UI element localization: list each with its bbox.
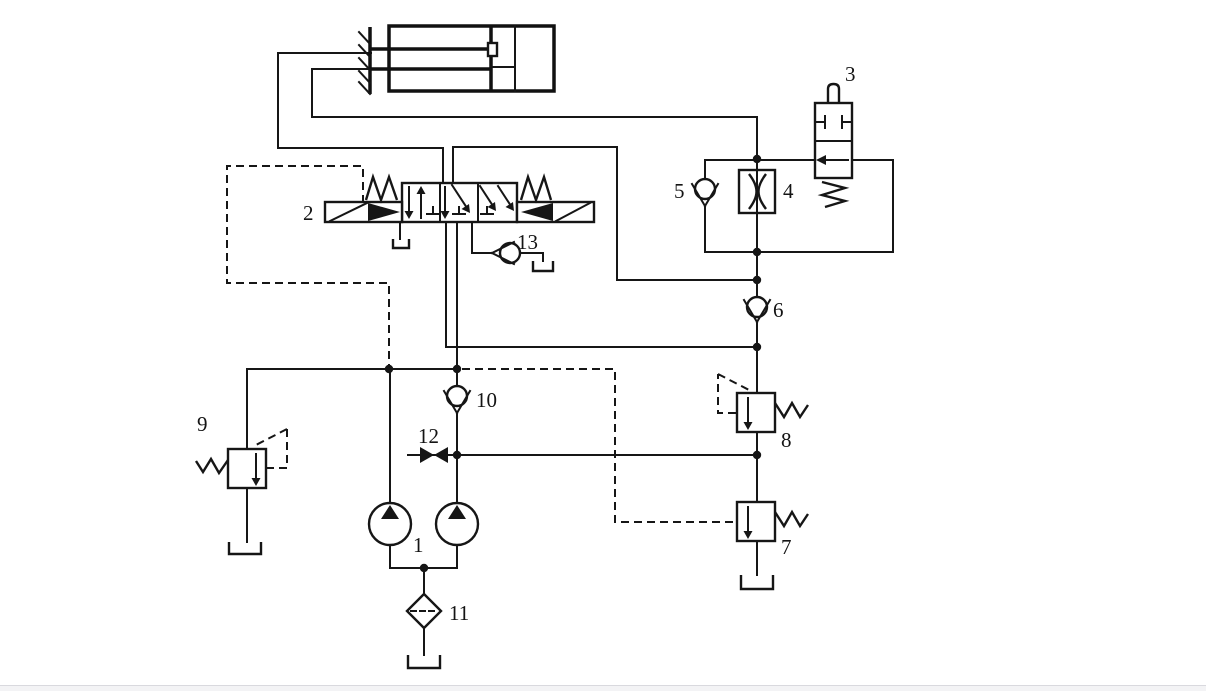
component-labels: 1 2 3 4 5 6 7 8 9 10 11 12 13 xyxy=(197,62,856,625)
label-11: 11 xyxy=(449,601,469,625)
plunger-actuator xyxy=(826,82,841,103)
tank-symbol-7 xyxy=(739,575,775,591)
shutoff-valve-12 xyxy=(420,447,448,463)
plunger-valve-3 xyxy=(813,82,854,209)
hydraulic-cylinder xyxy=(357,24,556,96)
label-6: 6 xyxy=(773,298,784,322)
label-3: 3 xyxy=(845,62,856,86)
pilot-line-valve7 xyxy=(462,368,736,523)
cylinder-body xyxy=(387,24,556,93)
tank-symbol-main xyxy=(406,655,442,670)
relief-valve-9 xyxy=(194,447,268,556)
label-12: 12 xyxy=(418,424,439,448)
wall-hatching xyxy=(357,30,372,96)
valve8-spring xyxy=(773,400,809,420)
valve2-left-spring xyxy=(364,173,399,204)
label-4: 4 xyxy=(783,179,794,203)
valve7-spring xyxy=(773,509,809,529)
relief-valve-7 xyxy=(735,500,809,591)
label-1: 1 xyxy=(413,533,424,557)
valve3-spring xyxy=(817,180,850,209)
filter-11 xyxy=(405,592,443,670)
check-valve-10 xyxy=(442,384,472,415)
throttle-frame xyxy=(737,168,777,215)
flow-control-valve-4 xyxy=(737,168,777,215)
valve2-left-solenoid xyxy=(323,200,404,224)
tank-symbol-valve2 xyxy=(391,239,411,250)
pipe-lines xyxy=(246,52,894,656)
directional-valve-2 xyxy=(323,173,596,250)
label-13: 13 xyxy=(517,230,538,254)
junction-nodes xyxy=(384,154,762,573)
label-7: 7 xyxy=(781,535,792,559)
tank-symbol-9 xyxy=(227,542,263,556)
label-8: 8 xyxy=(781,428,792,452)
pilot-line-valve2 xyxy=(226,165,390,366)
pilot-line-valve9 xyxy=(253,428,288,469)
rod-end-cap xyxy=(486,41,499,58)
check-valve-5 xyxy=(690,177,720,208)
bottom-divider xyxy=(0,685,1206,691)
sequence-valve-8 xyxy=(735,391,809,434)
label-2: 2 xyxy=(303,201,314,225)
pump-left xyxy=(367,501,413,547)
valve2-right-spring xyxy=(519,173,553,204)
pump-right xyxy=(434,501,480,547)
tank-symbol-13 xyxy=(531,261,555,273)
label-10: 10 xyxy=(476,388,497,412)
label-9: 9 xyxy=(197,412,208,436)
pilot-line-valve8 xyxy=(717,373,752,414)
valve9-spring xyxy=(194,456,229,476)
label-5: 5 xyxy=(674,179,685,203)
pump-unit-1 xyxy=(367,501,480,547)
check-valve-6 xyxy=(742,295,772,324)
check-valve-13 xyxy=(490,240,555,273)
pilot-lines xyxy=(226,165,752,523)
